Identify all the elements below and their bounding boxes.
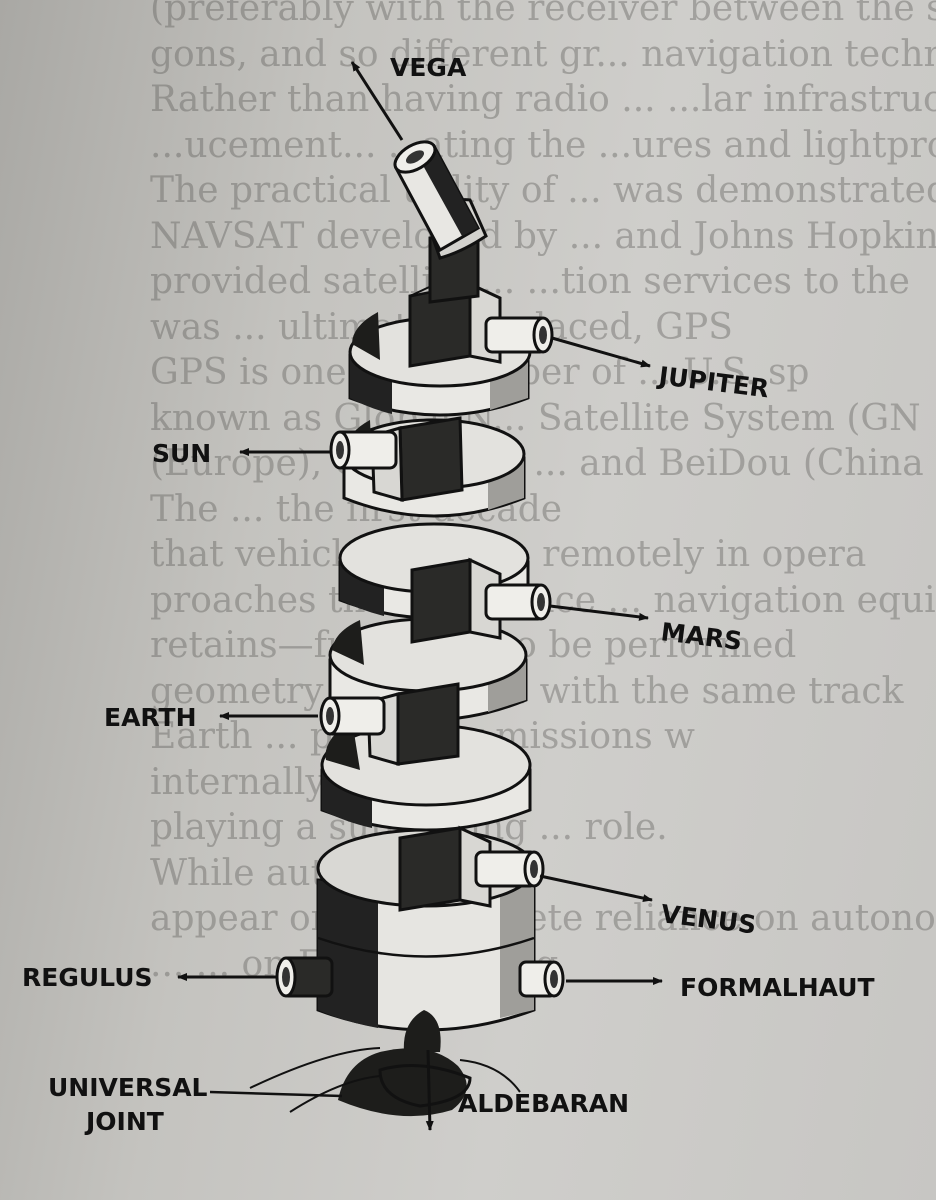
label-formalhaut: FORMALHAUT bbox=[680, 973, 875, 1002]
bg-text-line: Rather than having radio ... ...lar infr… bbox=[150, 79, 936, 120]
arrow-mars bbox=[549, 604, 649, 621]
bg-text-line: (preferably with the receiver between th… bbox=[150, 0, 936, 29]
label-sun: SUN bbox=[152, 439, 211, 468]
stacked-disks bbox=[316, 312, 536, 1032]
bg-text-line: gons, and so different gr... navigation … bbox=[150, 33, 936, 75]
label-mars: MARS bbox=[659, 617, 743, 656]
bg-text-line: known as Global N... Satellite System (G… bbox=[150, 397, 921, 439]
arrow-vega bbox=[350, 61, 404, 141]
arrow-aldebaran bbox=[425, 1049, 434, 1131]
label-universal-line1: UNIVERSAL bbox=[48, 1073, 208, 1102]
pointer-universal-joint bbox=[209, 1090, 343, 1098]
bg-text-line: appear on the complete reliance on auton… bbox=[150, 898, 936, 939]
label-universal-line2: JOINT bbox=[84, 1107, 164, 1136]
box-earth bbox=[319, 682, 460, 766]
arrow-venus bbox=[539, 874, 653, 903]
box-mars bbox=[410, 557, 552, 644]
sensor-boxes bbox=[275, 280, 565, 998]
label-venus: VENUS bbox=[659, 899, 757, 939]
label-regulus: REGULUS bbox=[22, 963, 153, 992]
bg-text-line: The practical utility of ... was demonst… bbox=[150, 170, 936, 211]
arrow-jupiter bbox=[551, 336, 651, 368]
box-jupiter bbox=[408, 280, 554, 368]
label-vega: VEGA bbox=[390, 53, 467, 82]
tube-regulus bbox=[275, 956, 334, 998]
bg-text-line: NAVSAT developed by ... and Johns Hopkin… bbox=[150, 215, 936, 257]
box-venus bbox=[398, 825, 545, 912]
box-sun bbox=[329, 416, 464, 503]
direction-arrows bbox=[177, 61, 663, 1131]
universal-joint bbox=[249, 1010, 521, 1117]
label-jupiter: JUPITER bbox=[655, 361, 770, 404]
tube-formalhaut bbox=[518, 960, 565, 998]
label-earth: EARTH bbox=[104, 703, 197, 732]
bg-text-line: (Europe), GLONASS ... and BeiDou (China bbox=[150, 443, 924, 484]
vega-telescope bbox=[393, 140, 488, 304]
bg-text-line: ...ucement... ...ating the ...ures and l… bbox=[150, 124, 936, 166]
bg-text-line: provided satellite-... ...tion services … bbox=[150, 261, 910, 302]
label-aldebaran: ALDEBARAN bbox=[458, 1089, 629, 1118]
